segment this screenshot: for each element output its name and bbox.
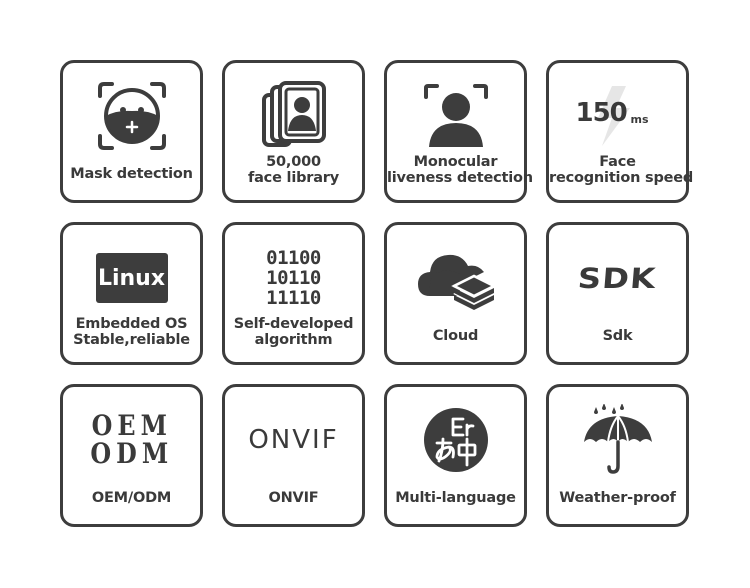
feature-card-sdk: SDK Sdk — [546, 222, 689, 365]
feature-label: ONVIF — [268, 490, 319, 506]
speed-unit: ms — [630, 113, 649, 126]
feature-card-embedded-os: Linux Embedded OS Stable,reliable — [60, 222, 203, 365]
feature-label: Sdk — [602, 328, 633, 344]
face-library-icon — [225, 75, 362, 157]
feature-card-mask-detection: Mask detection — [60, 60, 203, 203]
lightning-speed-icon: 150 ms — [549, 75, 686, 157]
sdk-logo: SDK — [577, 261, 658, 295]
feature-card-multi-language: Multi-language — [384, 384, 527, 527]
feature-card-onvif: ONVIF ONVIF — [222, 384, 365, 527]
feature-card-algorithm: 01100 10110 11110 Self-developed algorit… — [222, 222, 365, 365]
face-mask-icon — [63, 75, 200, 157]
cloud-layers-icon — [387, 237, 524, 319]
umbrella-rain-icon — [549, 399, 686, 481]
binary-line: 11110 — [266, 287, 321, 309]
feature-label: Embedded OS Stable,reliable — [73, 316, 190, 348]
onvif-logo-icon: ONVIF — [225, 399, 362, 481]
feature-label: 50,000 face library — [247, 154, 340, 186]
feature-label: Face recognition speed — [549, 154, 694, 186]
odm-text: ODM — [89, 437, 174, 470]
feature-label: Self-developed algorithm — [233, 316, 354, 348]
binary-line: 10110 — [266, 267, 321, 289]
onvif-logo: ONVIF — [248, 425, 339, 455]
sdk-logo-icon: SDK — [549, 237, 686, 319]
feature-card-liveness-detection: Monocular liveness detection — [384, 60, 533, 203]
feature-card-weather-proof: Weather-proof — [546, 384, 689, 527]
feature-grid: Mask detection 50,000 face library — [60, 60, 694, 527]
feature-label: Monocular liveness detection — [387, 154, 533, 186]
feature-label: Weather-proof — [559, 490, 676, 506]
linux-badge: Linux — [95, 253, 168, 303]
feature-card-oem-odm: OEM ODM OEM/ODM — [60, 384, 203, 527]
oem-odm-icon: OEM ODM — [63, 399, 200, 481]
feature-card-recognition-speed: 150 ms Face recognition speed — [546, 60, 694, 203]
linux-badge-icon: Linux — [63, 237, 200, 319]
feature-label: OEM/ODM — [91, 490, 172, 506]
feature-card-face-library: 50,000 face library — [222, 60, 365, 203]
binary-line: 01100 — [266, 247, 321, 269]
oem-text: OEM — [91, 409, 172, 442]
speed-value: 150 — [575, 98, 628, 128]
language-globe-icon — [387, 399, 524, 481]
binary-code-icon: 01100 10110 11110 — [225, 237, 362, 319]
feature-label: Multi-language — [395, 490, 516, 506]
feature-label: Mask detection — [70, 166, 193, 182]
face-scan-person-icon — [387, 75, 524, 157]
feature-label: Cloud — [432, 328, 479, 344]
feature-card-cloud: Cloud — [384, 222, 527, 365]
